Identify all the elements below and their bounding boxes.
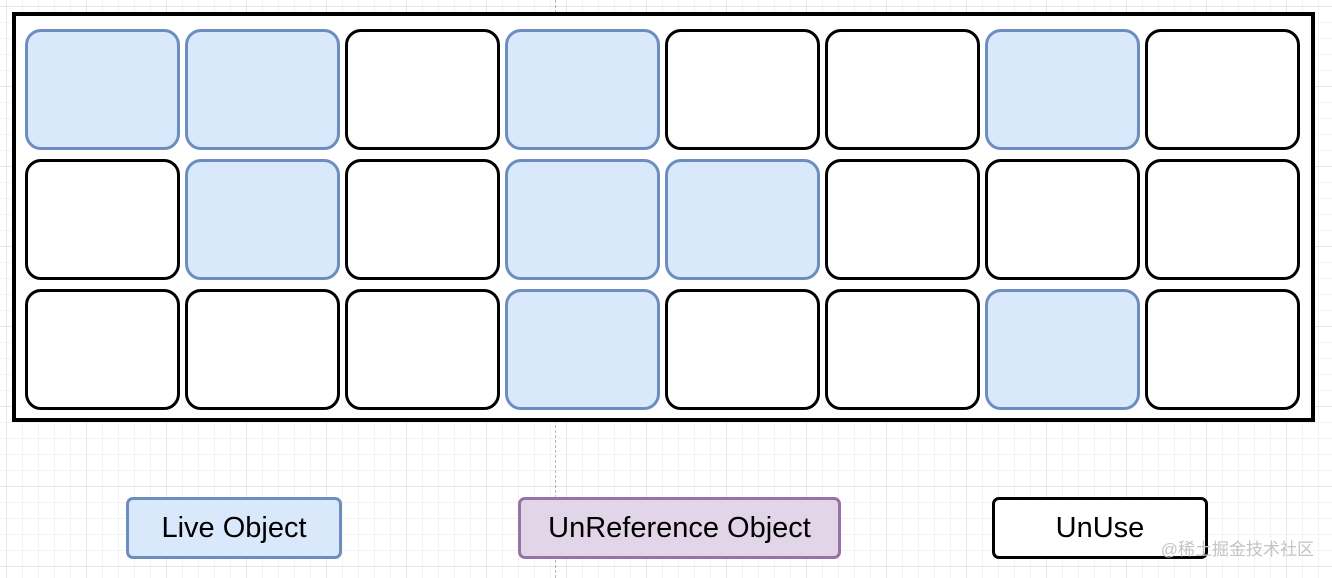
memory-cell-unuse	[665, 289, 820, 410]
legend-unuse-label: UnUse	[1055, 511, 1145, 544]
memory-cell-unuse	[825, 289, 980, 410]
memory-cell-unuse	[665, 29, 820, 150]
memory-cell-live	[985, 29, 1140, 150]
memory-cell-unuse	[985, 159, 1140, 280]
memory-cell-unuse	[25, 159, 180, 280]
memory-cell-live	[185, 29, 340, 150]
watermark-text: @稀土掘金技术社区	[1160, 540, 1314, 559]
memory-cell-live	[665, 159, 820, 280]
memory-cell-live	[505, 29, 660, 150]
memory-cell-live	[505, 159, 660, 280]
legend-live-object: Live Object	[126, 497, 342, 559]
memory-cell-grid	[16, 16, 1311, 418]
legend-unuse: UnUse	[992, 497, 1208, 559]
memory-cell-unuse	[345, 289, 500, 410]
legend-unreference-object: UnReference Object	[518, 497, 841, 559]
memory-cell-unuse	[25, 289, 180, 410]
memory-cell-unuse	[345, 29, 500, 150]
memory-cell-unuse	[345, 159, 500, 280]
memory-cell-unuse	[185, 289, 340, 410]
legend-live-object-label: Live Object	[161, 511, 307, 544]
memory-cell-unuse	[825, 159, 980, 280]
memory-cell-unuse	[1145, 289, 1300, 410]
memory-cell-unuse	[1145, 159, 1300, 280]
memory-cell-live	[25, 29, 180, 150]
memory-cell-live	[505, 289, 660, 410]
memory-cell-unuse	[825, 29, 980, 150]
memory-cell-live	[985, 289, 1140, 410]
memory-heap-frame	[12, 12, 1315, 422]
memory-cell-live	[185, 159, 340, 280]
legend-unreference-object-label: UnReference Object	[548, 511, 811, 544]
memory-cell-unuse	[1145, 29, 1300, 150]
